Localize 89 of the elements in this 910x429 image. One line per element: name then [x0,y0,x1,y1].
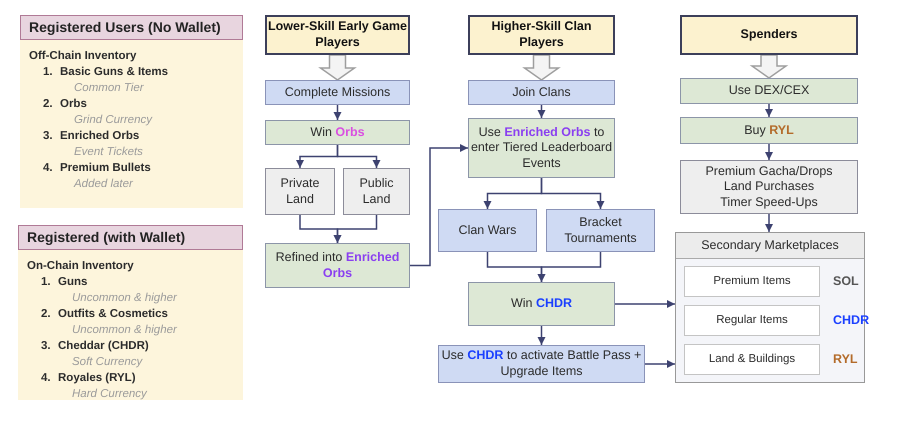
list-note: Hard Currency [72,387,147,402]
box-label: Timer Speed-Ups [720,194,818,210]
currency-label: SOL [833,274,859,290]
box-label: Land & Buildings [708,352,796,367]
block-arrow [750,54,788,79]
player-group-box [468,15,615,55]
arrow [334,105,342,120]
box-label: Private Land [280,176,320,208]
list-item: Royales (RYL) [58,371,136,386]
list-note: Uncommon & higher [72,291,177,306]
process-box [680,160,858,214]
list-item: Guns [58,275,88,290]
list-number: 4. [40,371,52,386]
arrow [645,360,675,368]
box-label: Spenders [740,27,798,43]
panel-header [18,225,243,250]
list-note: Common Tier [74,81,144,96]
process-box [546,209,655,252]
box-label: Premium Items [713,274,791,289]
inventory-heading: Off-Chain Inventory [29,49,136,64]
box-label: Registered Users (No Wallet) [29,18,221,36]
box-label: Complete Missions [284,84,390,100]
box-label: Join Clans [512,84,571,100]
process-box [468,282,615,326]
box-label: Bracket Tournaments [563,214,638,246]
arrow [334,215,378,243]
list-number: 2. [40,307,52,322]
inventory-heading: On-Chain Inventory [27,259,134,274]
arrow [765,144,773,160]
list-item: Orbs [60,97,87,112]
box-label: Use CHDR to activate Battle Pass + Upgrade Items [440,348,642,380]
panel-header: Secondary Marketplaces [676,233,864,259]
list-number: 4. [42,161,54,176]
arrow [765,214,773,232]
process-box [468,118,615,178]
box-label: Premium Gacha/Drops [705,164,833,180]
panel-header [20,15,243,40]
box-label: Buy RYL [744,122,794,138]
box-label: Lower-Skill Early Game Players [267,19,408,51]
box-label: Use DEX/CEX [728,83,810,99]
box-label: Win CHDR [510,296,572,312]
process-box [265,243,410,288]
block-arrow [522,54,561,81]
process-box [343,168,410,215]
process-box [680,78,858,104]
list-note: Soft Currency [72,355,142,370]
list-item: Outfits & Cosmetics [58,307,168,322]
list-number: 1. [40,275,52,290]
arrow [765,104,773,117]
box-label: Clan Wars [458,222,516,238]
list-note: Event Tickets [74,145,143,160]
list-note: Grind Currency [74,113,152,128]
arrow [540,178,604,209]
arrow [538,252,602,282]
list-number: 2. [42,97,54,112]
block-arrow [318,54,357,81]
box-label: Public Land [358,176,395,208]
box-label: Higher-Skill Clan Players [490,19,593,51]
arrow [336,145,380,168]
list-item: Cheddar (CHDR) [58,339,149,354]
arrow [538,326,546,345]
arrow [410,144,468,266]
box-label: Win Orbs [310,124,365,140]
process-box [265,80,410,105]
currency-label: RYL [833,352,858,368]
box-label: Registered (with Wallet) [27,228,186,246]
inventory-panel [18,225,243,400]
arrow [538,105,546,118]
list-number: 3. [42,129,54,144]
list-note: Uncommon & higher [72,323,177,338]
box-label: Land Purchases [724,179,814,195]
process-box [680,117,858,144]
list-item: Enriched Orbs [60,129,140,144]
process-box [468,80,615,105]
list-item: Premium Bullets [60,161,151,176]
list-number: 1. [42,65,54,80]
inventory-panel [20,15,243,208]
process-box [438,209,537,252]
process-box [265,120,410,145]
box-label: Regular Items [716,313,788,328]
list-item: Basic Guns & Items [60,65,168,80]
box-label: Refined into Enriched Orbs [274,250,400,282]
currency-label: CHDR [833,312,870,328]
arrow [615,300,675,308]
box-label: Use Enriched Orbs to enter Tiered Leaderboard Events [470,124,614,172]
process-box [265,168,335,215]
list-number: 3. [40,339,52,354]
player-group-box [680,15,858,55]
list-note: Added later [74,177,133,192]
